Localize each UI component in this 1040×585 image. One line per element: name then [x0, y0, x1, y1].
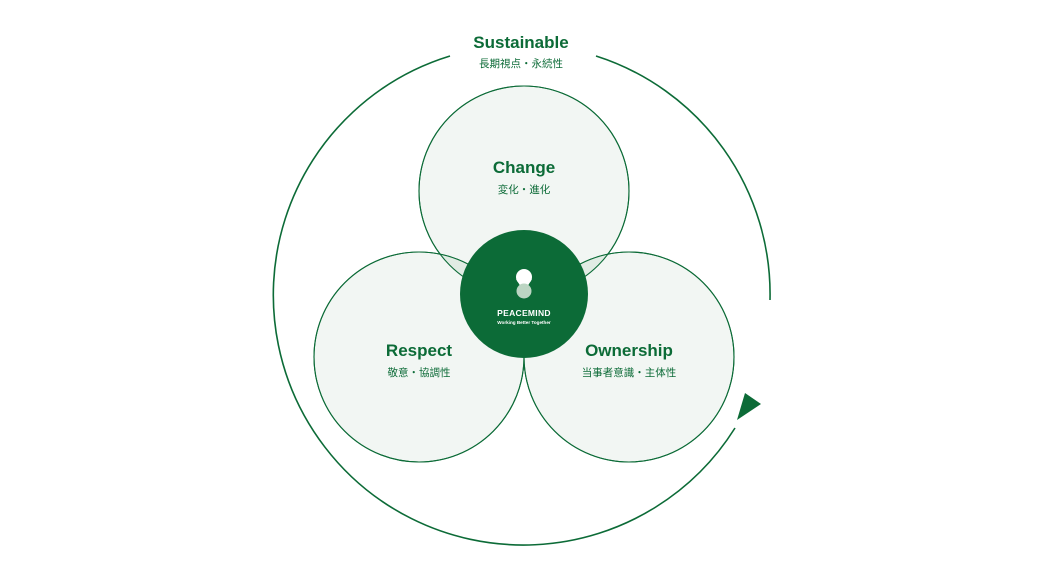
ownership-subtitle: 当事者意識・主体性 [582, 366, 677, 379]
respect-title: Respect [386, 341, 452, 360]
logo-icon [516, 269, 532, 299]
logo-brand: PEACEMIND [497, 308, 551, 318]
outer-subtitle: 長期視点・永続性 [479, 57, 563, 70]
respect-subtitle: 敬意・協調性 [388, 366, 451, 379]
outer-cycle-arc-top [595, 55, 771, 301]
cycle-arrow-head [737, 393, 761, 420]
change-subtitle: 変化・進化 [498, 183, 551, 196]
logo-tagline: Working Better Together [497, 320, 551, 325]
change-title: Change [493, 158, 555, 177]
outer-title: Sustainable [473, 33, 568, 52]
ownership-title: Ownership [585, 341, 673, 360]
outer-cycle-arc [272, 55, 736, 546]
